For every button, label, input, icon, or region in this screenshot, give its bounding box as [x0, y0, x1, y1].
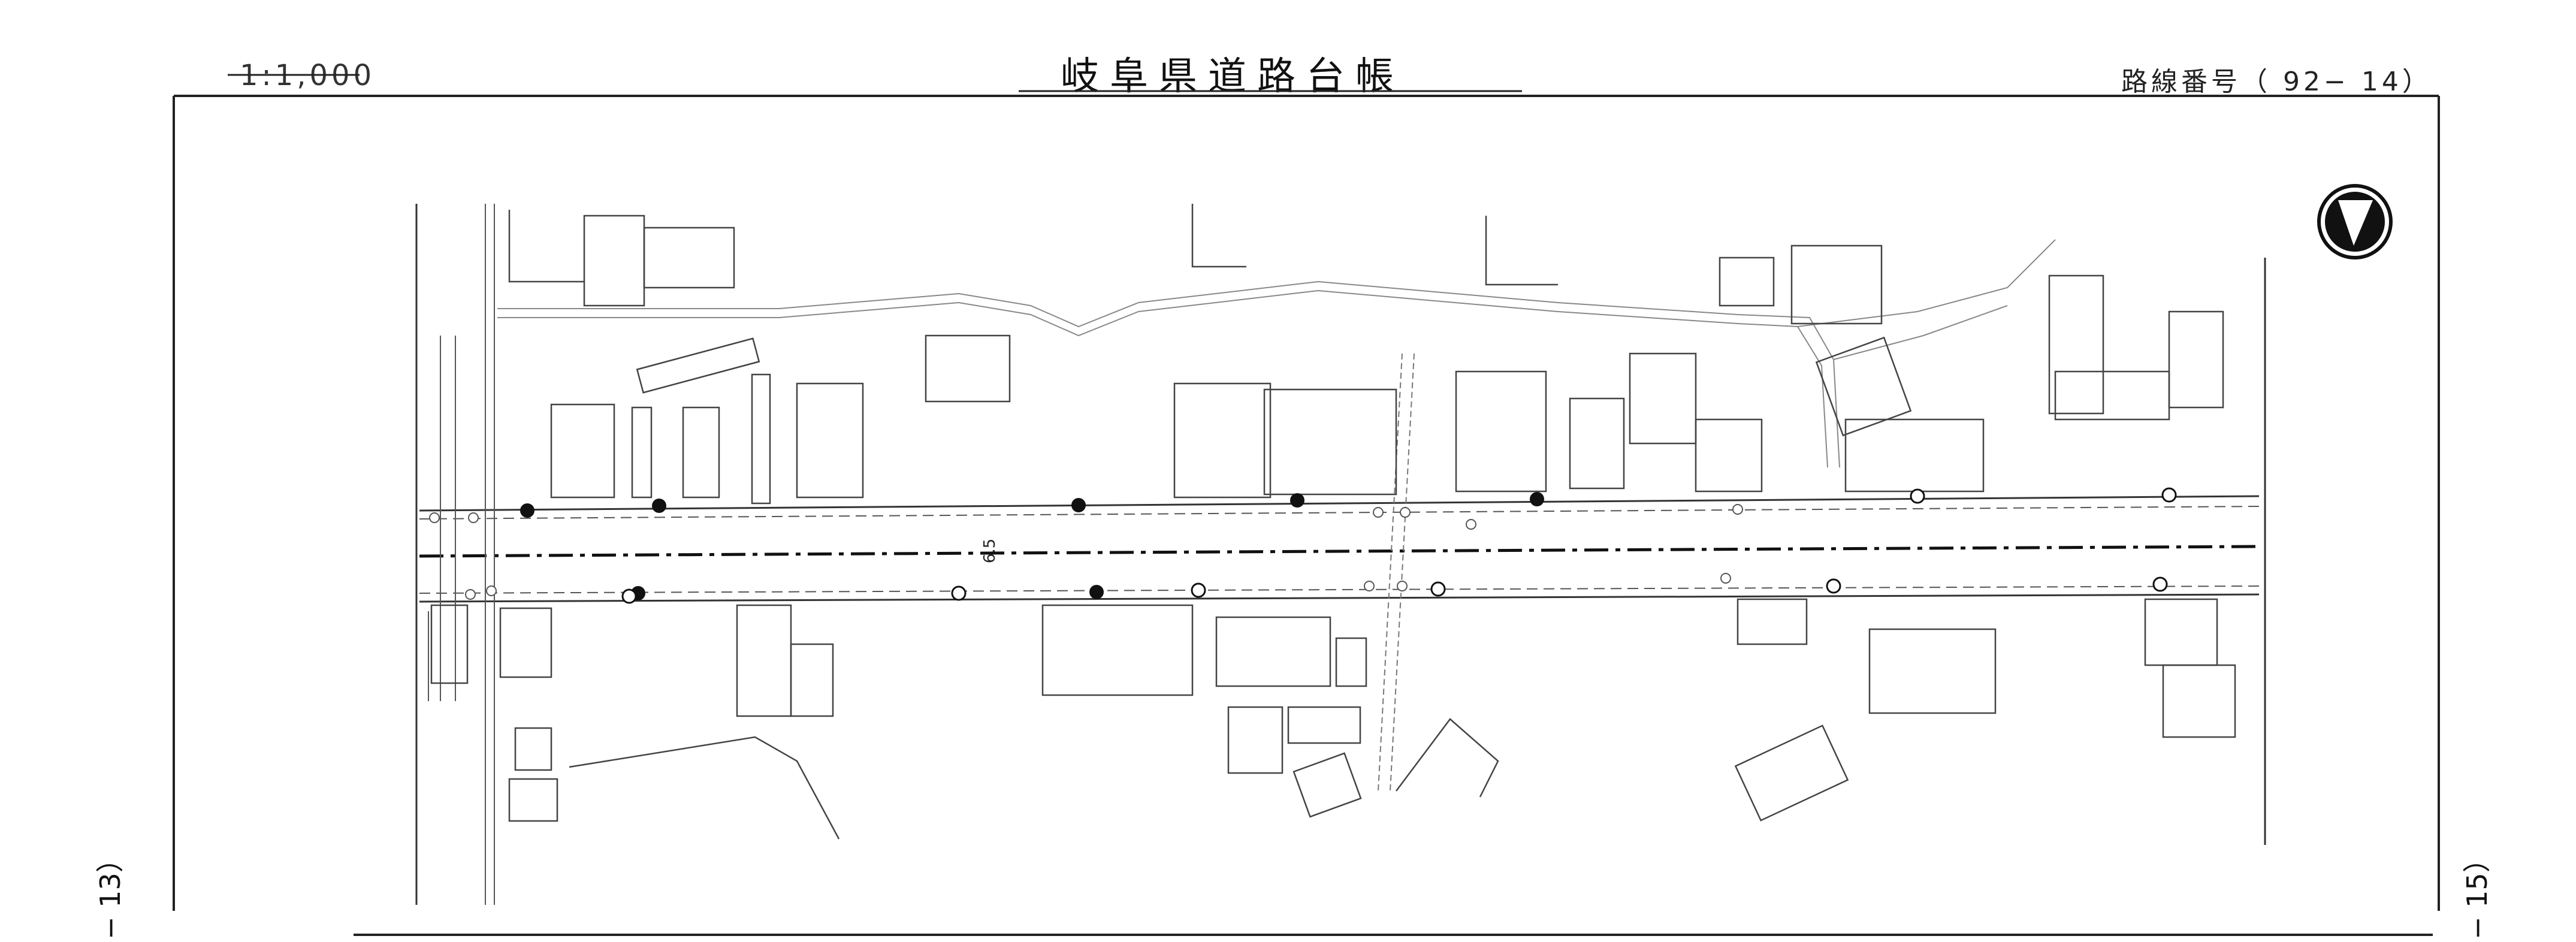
main-road: [419, 495, 2260, 603]
filled-circle-marker: [520, 492, 1544, 600]
buildings-north: [508, 204, 2224, 505]
north-arrow-icon: [2317, 184, 2393, 259]
open-circle-marker: [621, 487, 2177, 604]
middle-cross-street: [1378, 353, 1415, 792]
circled-letter-symbol: [429, 504, 1743, 600]
map-viewport-edges: [415, 204, 2266, 905]
left-cross-street: [428, 204, 495, 905]
route-number: 路線番号（ 92− 14）: [2121, 67, 2432, 97]
buildings-south: [430, 598, 2236, 840]
upper-lane: [497, 239, 2056, 468]
sheet-frame: [173, 74, 2440, 936]
road-width-label: 6.5: [981, 539, 999, 563]
